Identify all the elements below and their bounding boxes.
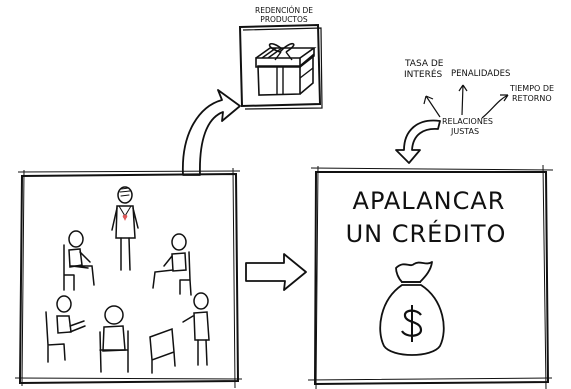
rewards-label-line1: REDENCIÓN DE <box>255 6 313 15</box>
money-bag-icon <box>379 261 445 356</box>
leverage-title-line1: APALANCAR <box>353 187 506 215</box>
leverage-title-line2: UN CRÉDITO <box>346 219 507 248</box>
curved-arrow-down-icon <box>395 119 441 164</box>
fair-relations-label-line2: JUSTAS <box>450 127 479 136</box>
return-time-label-line1: TIEMPO DE <box>509 84 554 93</box>
curved-arrow-up-icon <box>182 89 241 176</box>
fair-relations-cluster: TASA DE INTERÉS PENALIDADES TIEMPO DE RE… <box>395 59 554 164</box>
fair-relations-label-line1: RELACIONES <box>442 117 493 126</box>
product-redemption-panel: REDENCIÓN DE PRODUCTOS <box>238 6 323 110</box>
interest-rate-label-line2: INTERÉS <box>404 68 443 80</box>
credit-panel: APALANCAR UN CRÉDITO <box>307 164 554 389</box>
penalties-label: PENALIDADES <box>451 69 510 79</box>
right-arrow-icon <box>245 253 307 291</box>
gift-box-icon <box>255 42 317 96</box>
return-time-label-line2: RETORNO <box>512 94 552 103</box>
community-panel <box>14 167 243 389</box>
rewards-label-line2: PRODUCTOS <box>260 15 308 24</box>
community-group-icon <box>45 186 210 374</box>
interest-rate-label-line1: TASA DE <box>404 59 444 69</box>
